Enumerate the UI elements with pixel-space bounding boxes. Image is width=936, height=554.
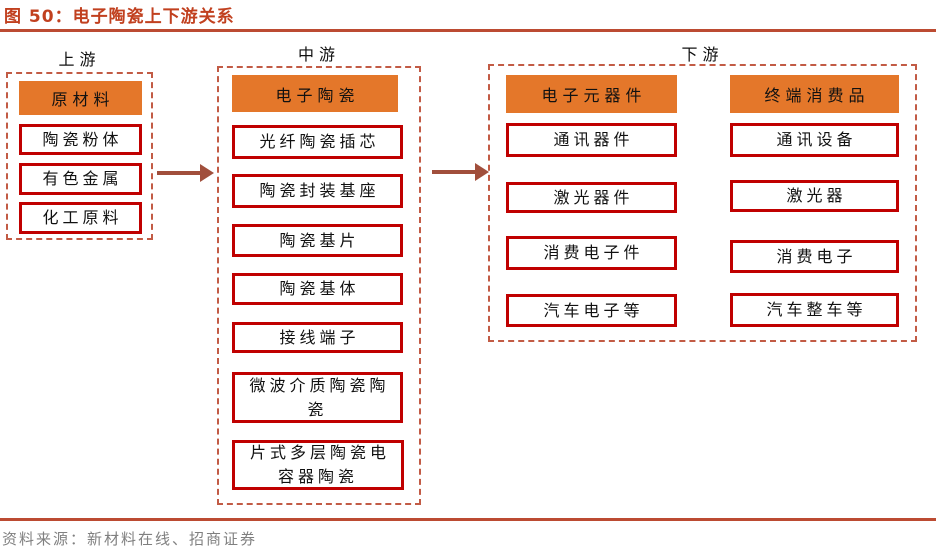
box-consumer-electronics: 消费电子 — [730, 240, 899, 273]
box-communication-components: 通讯器件 — [506, 123, 677, 157]
box-laser: 激光器 — [730, 180, 899, 212]
stage-label-upstream: 上游 — [58, 50, 101, 69]
box-automotive-electronics: 汽车电子等 — [506, 294, 677, 327]
header-end-consumer-products: 终端消费品 — [730, 75, 899, 113]
figure-title: 图 50：电子陶瓷上下游关系 — [4, 7, 235, 27]
box-ceramic-package-base: 陶瓷封装基座 — [232, 174, 403, 208]
box-laser-components: 激光器件 — [506, 182, 677, 213]
box-terminal-block: 接线端子 — [232, 322, 403, 353]
box-fiber-ceramic-ferrule: 光纤陶瓷插芯 — [232, 125, 403, 159]
header-electronic-components: 电子元器件 — [506, 75, 677, 113]
box-ceramic-substrate: 陶瓷基片 — [232, 224, 403, 257]
box-communication-equipment: 通讯设备 — [730, 123, 899, 157]
box-ceramic-body: 陶瓷基体 — [232, 273, 403, 305]
box-nonferrous-metal: 有色金属 — [19, 163, 142, 195]
box-mlcc-ceramics: 片式多层陶瓷电容器陶瓷 — [232, 440, 404, 490]
stage-label-midstream: 中游 — [297, 45, 340, 64]
arrow-shaft — [432, 170, 475, 174]
header-electronic-ceramics: 电子陶瓷 — [232, 75, 398, 112]
source-note: 资料来源：新材料在线、招商证券 — [2, 530, 258, 548]
midstream-group: 电子陶瓷 光纤陶瓷插芯 陶瓷封装基座 陶瓷基片 陶瓷基体 接线端子 微波介质陶瓷… — [217, 66, 421, 505]
header-raw-materials: 原材料 — [19, 81, 142, 115]
arrow-head-icon — [200, 164, 214, 182]
box-consumer-electronics-parts: 消费电子件 — [506, 236, 677, 270]
arrow-head-icon — [475, 163, 489, 181]
box-chemical-raw-material: 化工原料 — [19, 202, 142, 234]
downstream-group: 电子元器件 通讯器件 激光器件 消费电子件 汽车电子等 终端消费品 通讯设备 激… — [488, 64, 917, 342]
title-rule — [0, 29, 936, 32]
upstream-group: 原材料 陶瓷粉体 有色金属 化工原料 — [6, 72, 153, 240]
arrow-shaft — [157, 171, 200, 175]
bottom-rule — [0, 518, 936, 521]
stage-label-downstream: 下游 — [681, 45, 724, 64]
box-ceramic-powder: 陶瓷粉体 — [19, 124, 142, 155]
box-microwave-dielectric-ceramics: 微波介质陶瓷陶瓷 — [232, 372, 403, 423]
box-complete-vehicles: 汽车整车等 — [730, 293, 899, 327]
